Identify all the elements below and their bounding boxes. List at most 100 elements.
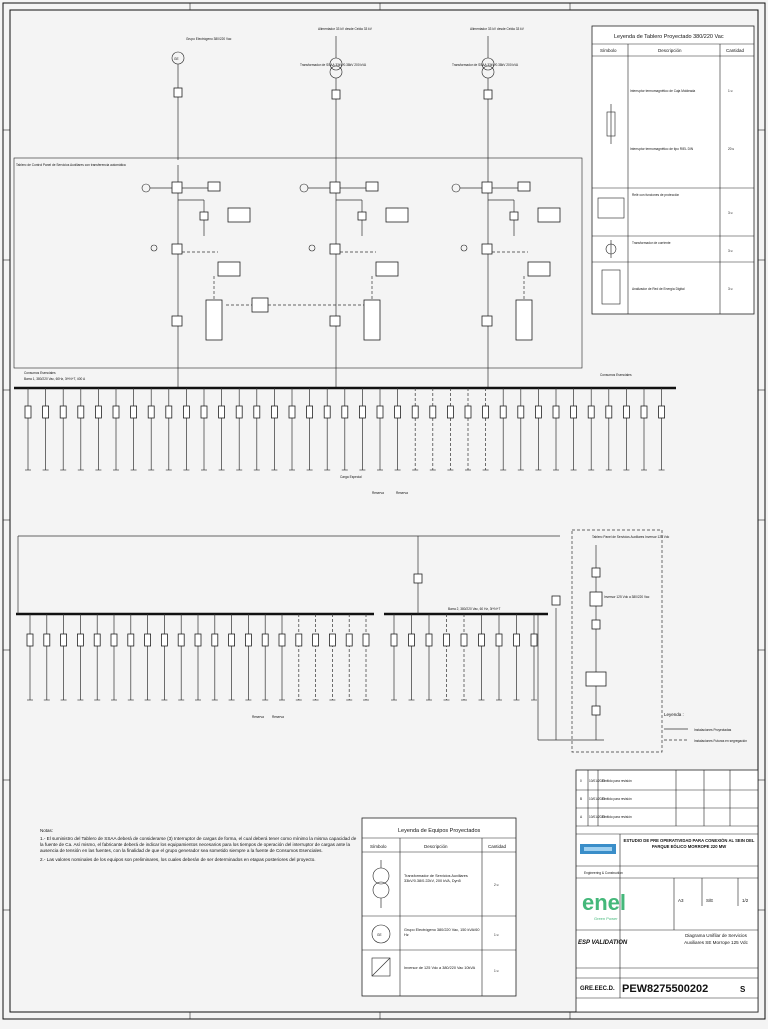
feeder-bottom-breaker [345, 633, 353, 647]
incomer-relay-panel [227, 207, 251, 223]
feeder-top-13 [235, 388, 243, 471]
feeder-top-breaker [200, 405, 208, 419]
feeder-bottom-breaker [295, 633, 303, 647]
inverter-label: Inversor 125 Vdc a 380/220 Vac [604, 595, 650, 599]
feeder-bottom-23 [408, 614, 415, 701]
rev-1-number: B [580, 797, 582, 801]
feeder-bottom-breaker [278, 633, 286, 647]
feeder-bottom-breaker [194, 633, 202, 647]
feeder-top-7 [130, 388, 138, 471]
legend-equipos: Leyenda de Equipos Proyectados Símbolo D… [361, 817, 517, 997]
incomer-breaker [481, 181, 493, 194]
feeder-top-breaker [623, 405, 630, 419]
rev-1-desc: Emitido para revisión [602, 797, 632, 801]
feeder-bottom-breaker [530, 633, 538, 647]
feeder-top-36 [640, 388, 648, 471]
incomer-breaker [329, 181, 341, 194]
incomer-ats-panel [363, 299, 381, 341]
feeder-bottom-24 [425, 614, 433, 701]
legend-row-1-qty: 20 u [728, 147, 734, 151]
rev-2-date: 10/01/2023 [589, 815, 605, 819]
project-name: ESTUDIO DE PRE OPERATIVIDAD PARA CONEXIÓ… [623, 838, 755, 849]
bus-main-label: Barra 1, 380/220 Vac, 60Hz, 3f+N+T, 400 … [24, 377, 86, 381]
feeder-bottom-1 [26, 614, 34, 701]
feeder-top-32 [570, 388, 577, 471]
incomer-relay [365, 181, 379, 192]
feeder-bottom-breaker [160, 633, 168, 647]
transformer-1-label: Transformador de SSAA 33kV/0.38kV 200 kV… [300, 63, 367, 67]
feeder-bottom-16 [278, 614, 286, 701]
legend-equipos-row-0-qty: 2 u [494, 883, 499, 887]
feeder-top-breaker [270, 405, 278, 419]
feeder-top-2 [42, 388, 49, 471]
legend-row-3-qty: 3 u [728, 249, 733, 253]
feeder-top-breaker [253, 405, 261, 419]
feeder-bottom-breaker [390, 633, 398, 647]
feeder-top-12 [218, 388, 226, 471]
esp-validation-label: ESP VALIDATION [578, 940, 628, 946]
legend-tableros: Leyenda de Tablero Proyectado 380/220 Va… [591, 25, 755, 315]
feeder-top-breaker [323, 405, 331, 419]
incomer-ct [171, 243, 183, 255]
feeder-top-breaker [658, 405, 665, 419]
feeder-top-37 [658, 388, 665, 471]
feeder-top-breaker [288, 405, 296, 419]
secondary-busbar: Barra 2, 380/220 Vac, 60 Hz, 3f+N+T [16, 535, 560, 616]
feeder-bottom-17 [295, 614, 303, 701]
feeder-bottom-breaker [478, 633, 485, 647]
doc-code-suffix: S [740, 985, 746, 994]
legend-equipos-col-desc: Descripción [424, 844, 448, 849]
feeder-top-5 [95, 388, 102, 471]
feeder-top-breaker [59, 405, 67, 419]
feeder-top-breaker [165, 405, 173, 419]
legend-row-2-qty: 3 u [728, 211, 733, 215]
feeder-top-breaker [535, 405, 542, 419]
feeder-bottom-19 [328, 614, 336, 701]
feeder-top-breaker [394, 405, 402, 419]
incomer-breaker [171, 181, 183, 194]
rev-0-date: 10/01/2023 [589, 779, 605, 783]
legend-equipos-row-1-qty: 1 u [494, 933, 499, 937]
incomer-analyzer [217, 261, 241, 277]
legend-row-4-qty: 3 u [728, 287, 733, 291]
incomer-ats-panel [515, 299, 533, 341]
feeder-top-breaker [482, 405, 490, 419]
feeder-top-6 [112, 388, 120, 471]
feeder-bottom-6 [110, 614, 118, 701]
feeder-bottom-breaker [228, 633, 236, 647]
feeder-bottom-breaker [328, 633, 336, 647]
feeder-2-label: Alimentador 33 kV desde Celda 33 kV [470, 27, 525, 31]
legend-row-2-desc: Relé con funciones de protección [632, 193, 679, 197]
feeder-top-26 [464, 388, 472, 471]
generator-source: GE Grupo Electrógeno 380/220 Vac [171, 37, 232, 160]
company-sub-text: Green Power [594, 916, 618, 921]
feeder-top-21 [376, 388, 384, 471]
notes-block: Notas: [40, 828, 53, 833]
rev-0-desc: Emitido para revisión [602, 779, 632, 783]
incomer-ct [481, 243, 493, 255]
feeder-bottom-18 [312, 614, 320, 701]
incomer-aux-breaker [357, 211, 367, 221]
feeder-bottom-27 [478, 614, 485, 701]
inverter-panel: Tablero Panel de Servicios Auxiliares In… [537, 529, 670, 753]
feeder-top-33 [587, 388, 595, 471]
incomer-main-breaker [329, 315, 341, 327]
bus-essential-right-label: Consumos Esenciales [600, 373, 632, 377]
feeder-top-14 [253, 388, 261, 471]
feeder-top-breaker [147, 405, 155, 419]
feeder-top-24 [429, 388, 437, 471]
feeder-top-breaker [218, 405, 226, 419]
feeder-bottom-30 [530, 614, 538, 701]
incomer-group-2 [299, 165, 409, 388]
transformer-1: Alimentador 33 kV desde Celda 33 kV Tran… [300, 27, 373, 165]
legend-equipos-col-qty: Cantidad [488, 844, 507, 849]
incomer-main-breaker [171, 315, 183, 327]
feeder-top-4 [77, 388, 85, 471]
incomer-main-breaker [481, 315, 493, 327]
engineering-text: Engineering & Construction [584, 871, 623, 875]
incomer-group-3 [451, 165, 561, 388]
feeder-top-breaker [640, 405, 648, 419]
